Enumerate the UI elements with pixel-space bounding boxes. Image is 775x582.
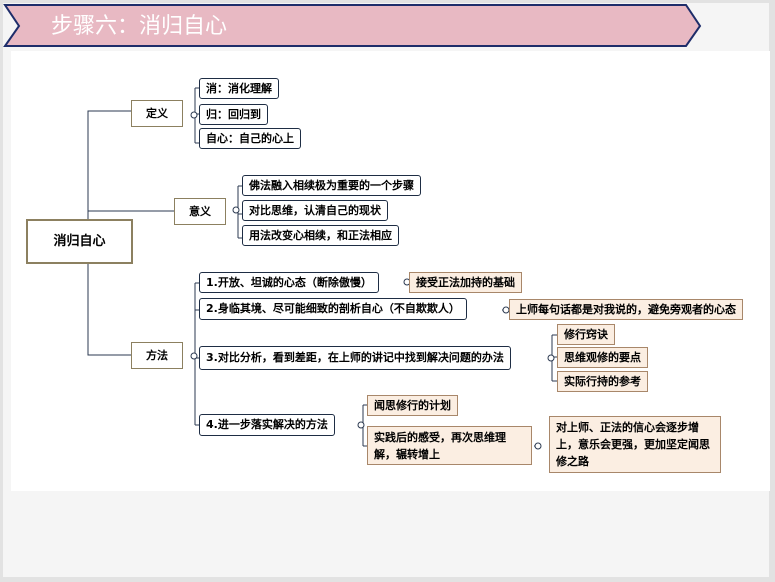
step-1-note: 接受正法加持的基础 bbox=[409, 272, 522, 293]
meaning-item-2: 对比思维，认清自己的现状 bbox=[242, 200, 388, 221]
method-step-1: 1.开放、坦诚的心态（断除傲慢） bbox=[199, 272, 379, 293]
definition-item-zixin: 自心：自己的心上 bbox=[199, 128, 301, 149]
meaning-item-1: 佛法融入相续极为重要的一个步骤 bbox=[242, 175, 421, 196]
meaning-item-3: 用法改变心相续，和正法相应 bbox=[242, 225, 399, 246]
banner-shape bbox=[3, 4, 702, 47]
method-step-2: 2.身临其境、尽可能细致的剖析自心（不自欺欺人） bbox=[199, 298, 467, 320]
slide: 步骤六：消归自心 bbox=[3, 3, 770, 577]
step-3-note-1: 修行窍诀 bbox=[557, 324, 615, 345]
connector-lines bbox=[87, 87, 557, 450]
branch-method: 方法 bbox=[131, 342, 183, 369]
method-step-4: 4.进一步落实解决的方法 bbox=[199, 414, 335, 436]
step-4-note-1: 闻思修行的计划 bbox=[367, 395, 458, 416]
branch-meaning: 意义 bbox=[174, 198, 226, 225]
slide-title: 步骤六：消归自心 bbox=[51, 14, 228, 39]
step-2-note: 上师每句话都是对我说的，避免旁观者的心态 bbox=[509, 299, 743, 320]
step-4-note-2: 实践后的感受，再次思维理解，辗转增上 bbox=[367, 426, 532, 465]
step-3-note-2: 思维观修的要点 bbox=[557, 347, 648, 368]
definition-item-gui: 归：回归到 bbox=[199, 104, 268, 125]
step-3-note-3: 实际行持的参考 bbox=[557, 371, 648, 392]
mindmap-canvas: 消归自心 定义 消：消化理解 归：回归到 自心：自己的心上 意义 佛法融入相续极… bbox=[11, 51, 770, 491]
title-banner bbox=[3, 4, 702, 47]
method-step-3: 3.对比分析，看到差距，在上师的讲记中找到解决问题的办法 bbox=[199, 346, 511, 370]
branch-definition: 定义 bbox=[131, 100, 183, 127]
step-4-sub-note: 对上师、正法的信心会逐步增上，意乐会更强，更加坚定闻思修之路 bbox=[549, 416, 721, 473]
definition-item-xiao: 消：消化理解 bbox=[199, 78, 279, 99]
root-node: 消归自心 bbox=[26, 219, 133, 264]
